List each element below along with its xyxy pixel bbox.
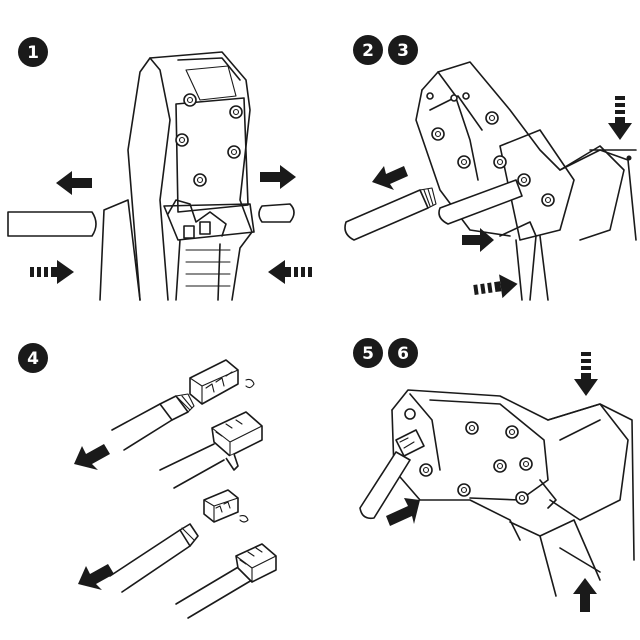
arrow-pull-left-icon (372, 166, 408, 190)
step-badge-5: 5 (353, 338, 383, 368)
svg-text:3: 3 (397, 41, 409, 61)
panel-step-1: 1 (7, 37, 312, 301)
cable-with-connector (359, 429, 425, 520)
arrow-push-right-icon (260, 165, 296, 189)
svg-text:4: 4 (27, 349, 39, 369)
cable-with-wires-top (111, 393, 195, 451)
arrow-push-up-right-icon (386, 498, 420, 526)
cable-with-wires-bottom (109, 523, 199, 593)
connector-small (203, 489, 249, 523)
step-badge-4: 4 (18, 343, 48, 373)
svg-text:1: 1 (27, 43, 39, 63)
arrow-push-right-icon (462, 228, 494, 252)
crimp-tool-outline (415, 61, 637, 301)
svg-text:5: 5 (362, 344, 374, 364)
panel-step-4: 4 (18, 343, 277, 619)
step-badge-2: 2 (353, 35, 383, 65)
svg-text:6: 6 (397, 344, 409, 364)
crimp-tool-outline (391, 389, 635, 597)
arrow-pull-left-icon (56, 171, 92, 195)
crimp-tool-outline (99, 51, 255, 301)
cable-left (7, 211, 97, 237)
cable-stripped (344, 187, 437, 241)
panel-step-2-3: 2 3 (344, 35, 637, 302)
cable-with-connector (159, 411, 263, 489)
cable-with-connector-bottom (175, 543, 277, 619)
hatched-arrow-down-icon (574, 352, 598, 396)
arrow-insert-icon (74, 444, 110, 470)
step-badge-3: 3 (388, 35, 418, 65)
hatched-arrow-right-icon (30, 260, 74, 284)
arrow-insert-icon (78, 564, 114, 590)
rj-connector-open (189, 359, 255, 405)
hatched-arrow-down-icon (608, 96, 632, 140)
panel-step-5-6: 5 6 (353, 338, 635, 612)
cable-inserted (438, 179, 523, 225)
step-badge-6: 6 (388, 338, 418, 368)
step-badge-1: 1 (18, 37, 48, 67)
hatched-arrow-left-icon (268, 260, 312, 284)
cable-end-cap (258, 203, 295, 223)
arrow-push-up-icon (573, 578, 597, 612)
svg-text:2: 2 (362, 41, 374, 61)
hatched-arrow-right-icon (472, 271, 520, 302)
